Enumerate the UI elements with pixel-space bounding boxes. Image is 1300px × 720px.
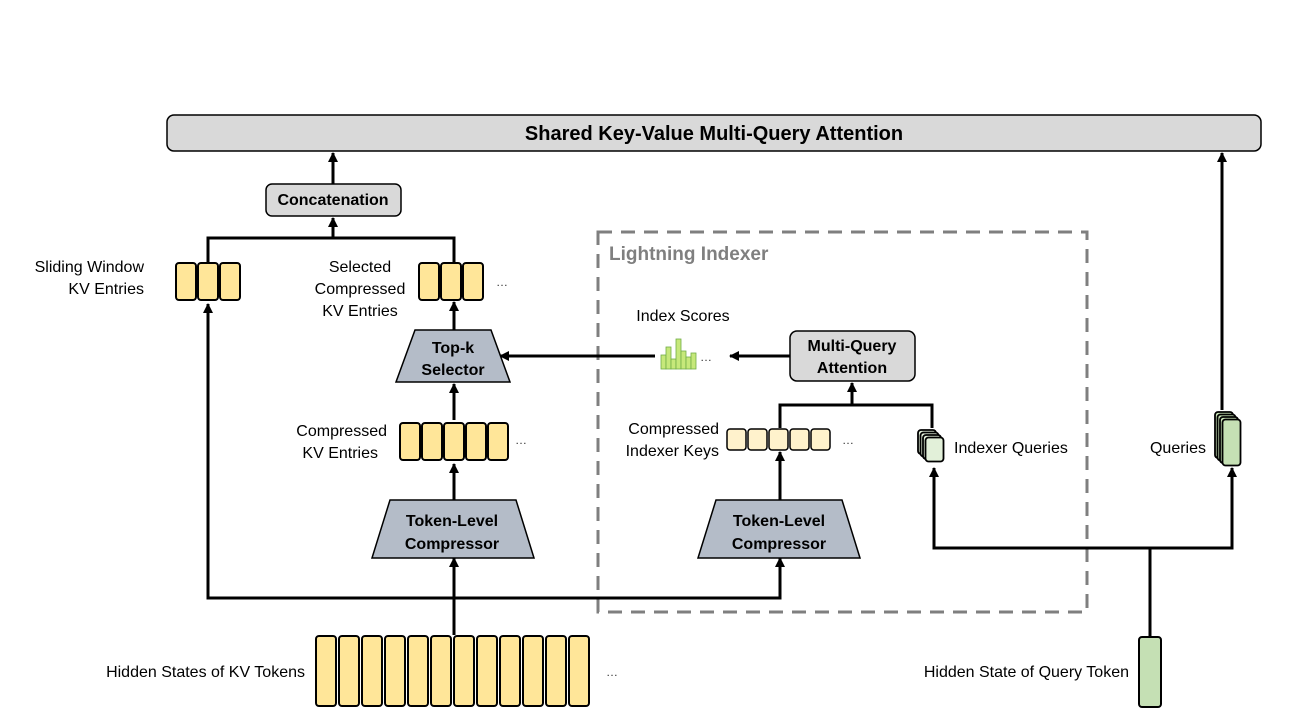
indexer-compressor-label-line1: Token-Level xyxy=(733,513,825,530)
arrow-to-queries xyxy=(1150,467,1237,550)
indexer-key-cell xyxy=(768,428,789,451)
indexer-queries-stack xyxy=(917,429,945,463)
selected-compressed-kv-entries xyxy=(418,262,484,301)
concatenation-label: Concatenation xyxy=(277,192,388,209)
hidden-kv-token-cell xyxy=(338,635,360,707)
indexer-compressor-label-line2: Compressor xyxy=(732,536,826,553)
indexer-keys-label-line1: Compressed xyxy=(628,421,719,438)
hidden-kv-token-cell xyxy=(453,635,475,707)
hidden-kv-token-cell xyxy=(476,635,498,707)
hidden-kv-token-cell xyxy=(407,635,429,707)
compressed-kv-cell xyxy=(465,422,487,461)
multi-query-attention-box xyxy=(789,330,916,382)
sliding-window-label-line2: KV Entries xyxy=(68,281,144,298)
queries-label: Queries xyxy=(1150,440,1206,457)
index-scores-ellipsis: … xyxy=(700,350,712,364)
hidden-kv-token-cell xyxy=(430,635,452,707)
compressed-kv-cell xyxy=(399,422,421,461)
selected-ellipsis: … xyxy=(496,275,508,289)
kv-compressor-label-line1: Token-Level xyxy=(406,513,498,530)
indexer-keys-ellipsis: … xyxy=(842,433,854,447)
kv-token-compressor xyxy=(370,499,536,559)
topk-label-line1: Top-k xyxy=(432,340,474,357)
index-scores-label: Index Scores xyxy=(636,308,729,325)
indexer-token-compressor xyxy=(696,499,862,559)
hidden-kv-token-cell xyxy=(568,635,590,707)
mqa-label-line1: Multi-Query xyxy=(808,338,897,355)
compressed-kv-label-line1: Compressed xyxy=(296,423,387,440)
arrow-to-indexer-compressor xyxy=(700,557,785,600)
join-line xyxy=(206,236,456,262)
arrow-to-indexer-queries xyxy=(929,467,1150,550)
selected-label-line1: Selected xyxy=(329,259,391,276)
sliding-window-label-line1: Sliding Window xyxy=(35,259,145,276)
topk-label-line2: Selector xyxy=(421,362,484,379)
indexer-query-card xyxy=(924,436,945,463)
queries-stack xyxy=(1214,411,1242,467)
lightning-indexer-region xyxy=(596,230,1089,614)
selected-label-line3: KV Entries xyxy=(322,303,398,320)
selected-label-line2: Compressed xyxy=(315,281,406,298)
indexer-queries-label: Indexer Queries xyxy=(954,440,1068,457)
hidden-kv-token-cell xyxy=(361,635,383,707)
hidden-kv-token-cell xyxy=(522,635,544,707)
sliding-kv-cell xyxy=(175,262,197,301)
index-score-bar xyxy=(675,338,682,370)
shared-attention-title: Shared Key-Value Multi-Query Attention xyxy=(525,123,903,145)
mqa-label-line2: Attention xyxy=(817,360,887,377)
selected-kv-cell xyxy=(440,262,462,301)
hidden-kv-token-cell xyxy=(315,635,337,707)
indexer-key-cell xyxy=(747,428,768,451)
compressed-kv-cell xyxy=(421,422,443,461)
hidden-kv-label: Hidden States of KV Tokens xyxy=(106,664,305,681)
index-scores-bars xyxy=(660,338,697,370)
index-score-bar xyxy=(680,350,687,370)
indexer-key-cell xyxy=(789,428,810,451)
hidden-query-token xyxy=(1138,636,1162,708)
index-score-bar xyxy=(690,352,697,370)
hidden-kv-ellipsis: … xyxy=(606,665,618,679)
compressed-kv-cell xyxy=(487,422,509,461)
sliding-window-kv-entries xyxy=(175,262,241,301)
connectors xyxy=(203,152,1237,637)
hidden-states-kv-tokens xyxy=(315,635,590,707)
index-score-bar xyxy=(685,356,692,370)
mqa-join-line xyxy=(778,403,934,428)
indexer-key-cell xyxy=(810,428,831,451)
compressed-kv-label-line2: KV Entries xyxy=(302,445,378,462)
indexer-keys-label-line2: Indexer Keys xyxy=(626,443,719,460)
arrow-to-sliding-window xyxy=(203,303,780,600)
lightning-indexer-label: Lightning Indexer xyxy=(609,244,769,265)
query-card xyxy=(1221,418,1242,467)
index-score-bar xyxy=(670,358,677,370)
index-score-bar xyxy=(665,346,672,370)
hidden-kv-token-cell xyxy=(384,635,406,707)
hidden-query-label: Hidden State of Query Token xyxy=(924,664,1129,681)
hidden-kv-token-cell xyxy=(545,635,567,707)
indexer-key-cell xyxy=(726,428,747,451)
index-score-bar xyxy=(660,354,667,370)
sliding-kv-cell xyxy=(219,262,241,301)
selected-kv-cell xyxy=(418,262,440,301)
shared-attention-bar xyxy=(166,114,1262,152)
topk-selector xyxy=(394,329,512,383)
selected-kv-cell xyxy=(462,262,484,301)
sliding-kv-cell xyxy=(197,262,219,301)
compressed-indexer-keys xyxy=(726,428,831,451)
compressed-kv-ellipsis: … xyxy=(515,433,527,447)
kv-compressor-label-line2: Compressor xyxy=(405,536,499,553)
compressed-kv-entries xyxy=(399,422,509,461)
hidden-kv-token-cell xyxy=(499,635,521,707)
compressed-kv-cell xyxy=(443,422,465,461)
